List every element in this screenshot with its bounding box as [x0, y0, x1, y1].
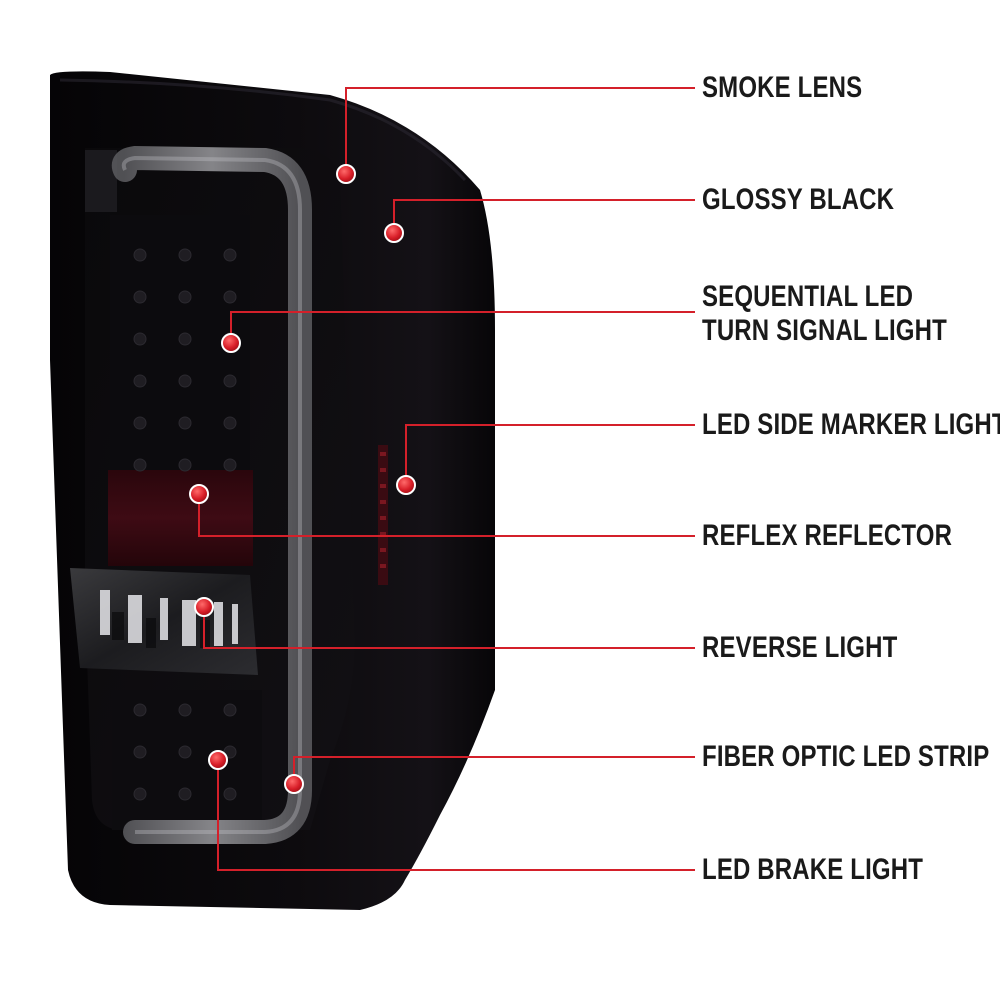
callout-dot-fiber-optic: [284, 774, 304, 794]
callout-dot-reflex-reflector: [189, 484, 209, 504]
led-dot: [223, 703, 237, 717]
led-dot: [133, 416, 147, 430]
led-dot: [223, 416, 237, 430]
callout-line-side-marker: [405, 424, 695, 485]
callout-dot-sequential-led: [221, 333, 241, 353]
reflex-reflector-panel: [108, 470, 253, 566]
led-dot: [178, 374, 192, 388]
side-marker-light: [378, 445, 388, 585]
callout-label-side-marker: LED SIDE MARKER LIGHT: [702, 408, 1000, 441]
led-dot: [178, 458, 192, 472]
callout-label-reflex-reflector: REFLEX REFLECTOR: [702, 519, 953, 552]
callout-label-smoke-lens: SMOKE LENS: [702, 71, 863, 104]
led-dot: [178, 703, 192, 717]
callout-label-reverse-light: REVERSE LIGHT: [702, 631, 898, 664]
callout-dot-side-marker: [396, 475, 416, 495]
led-dot: [178, 290, 192, 304]
led-dot: [133, 458, 147, 472]
led-dot: [133, 248, 147, 262]
callout-line-smoke-lens: [345, 87, 695, 174]
callout-line-glossy-black: [393, 199, 695, 233]
led-dot: [178, 332, 192, 346]
led-dot: [133, 290, 147, 304]
callout-line-sequential-led: [230, 311, 695, 343]
led-dot: [178, 248, 192, 262]
led-dot: [223, 374, 237, 388]
led-dot: [133, 787, 147, 801]
callout-dot-reverse-light: [194, 597, 214, 617]
led-dot: [133, 745, 147, 759]
callout-dot-brake-light: [208, 750, 228, 770]
led-dot: [178, 787, 192, 801]
callout-label-glossy-black: GLOSSY BLACK: [702, 183, 895, 216]
callout-label-sequential-led: SEQUENTIAL LED TURN SIGNAL LIGHT: [702, 280, 947, 347]
callout-line-brake-light: [217, 760, 695, 871]
led-dot: [223, 290, 237, 304]
led-dot: [133, 374, 147, 388]
led-dot: [133, 703, 147, 717]
led-dot: [178, 745, 192, 759]
callout-label-brake-light: LED BRAKE LIGHT: [702, 853, 924, 886]
led-dot: [133, 332, 147, 346]
led-dot: [223, 787, 237, 801]
callout-dot-glossy-black: [384, 223, 404, 243]
led-dot: [178, 416, 192, 430]
callout-label-fiber-optic: FIBER OPTIC LED STRIP: [702, 740, 990, 773]
callout-line-reflex-reflector: [198, 494, 695, 537]
callout-dot-smoke-lens: [336, 164, 356, 184]
callout-line-reverse-light: [203, 607, 695, 649]
fiber-optic-strip: [111, 145, 312, 844]
led-dot: [223, 458, 237, 472]
led-dot: [223, 248, 237, 262]
